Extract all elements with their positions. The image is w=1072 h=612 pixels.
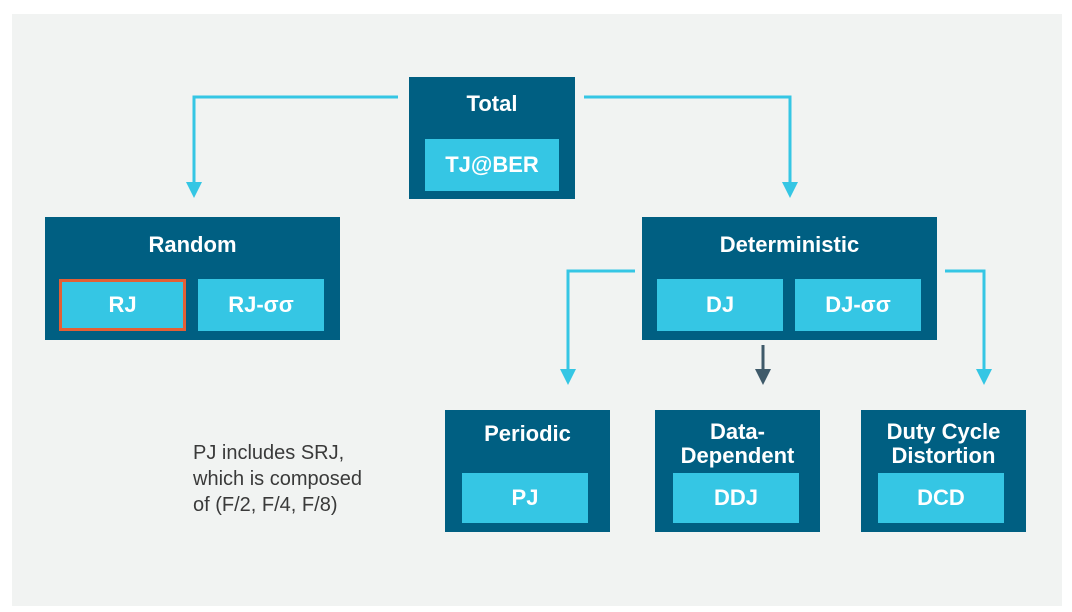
note-line-3: of (F/2, F/4, F/8) <box>193 494 338 516</box>
random-title: Random <box>148 232 237 257</box>
total-title: Total <box>466 91 518 116</box>
pj-note: PJ includes SRJ, which is composed of (F… <box>193 440 423 518</box>
data-dependent-node: Data- Dependent DDJ <box>655 410 820 532</box>
total-node: Total TJ@BER <box>409 77 575 199</box>
deterministic-node: Deterministic DJ DJ-σσ <box>642 217 937 340</box>
ddj-chip: DDJ <box>673 473 799 523</box>
pj-chip: PJ <box>462 473 588 523</box>
random-node: Random RJ RJ-σσ <box>45 217 340 340</box>
dj-sigma-chip: DJ-σσ <box>795 279 921 331</box>
deterministic-title: Deterministic <box>719 232 860 257</box>
periodic-node: Periodic PJ <box>445 410 610 532</box>
duty-cycle-title-line-2: Distortion <box>891 443 996 468</box>
dj-chip: DJ <box>657 279 783 331</box>
periodic-title: Periodic <box>484 421 571 446</box>
duty-cycle-title-line-1: Duty Cycle <box>886 419 1001 444</box>
rj-chip: RJ <box>59 279 186 331</box>
data-dependent-title-line-1: Data- <box>709 419 765 444</box>
rj-sigma-chip: RJ-σσ <box>198 279 324 331</box>
data-dependent-title-line-2: Dependent <box>680 443 795 468</box>
note-line-2: which is composed <box>193 468 362 490</box>
tj-at-ber-chip: TJ@BER <box>425 139 559 191</box>
duty-cycle-distortion-node: Duty Cycle Distortion DCD <box>861 410 1026 532</box>
note-line-1: PJ includes SRJ, <box>193 442 345 464</box>
dcd-chip: DCD <box>878 473 1004 523</box>
